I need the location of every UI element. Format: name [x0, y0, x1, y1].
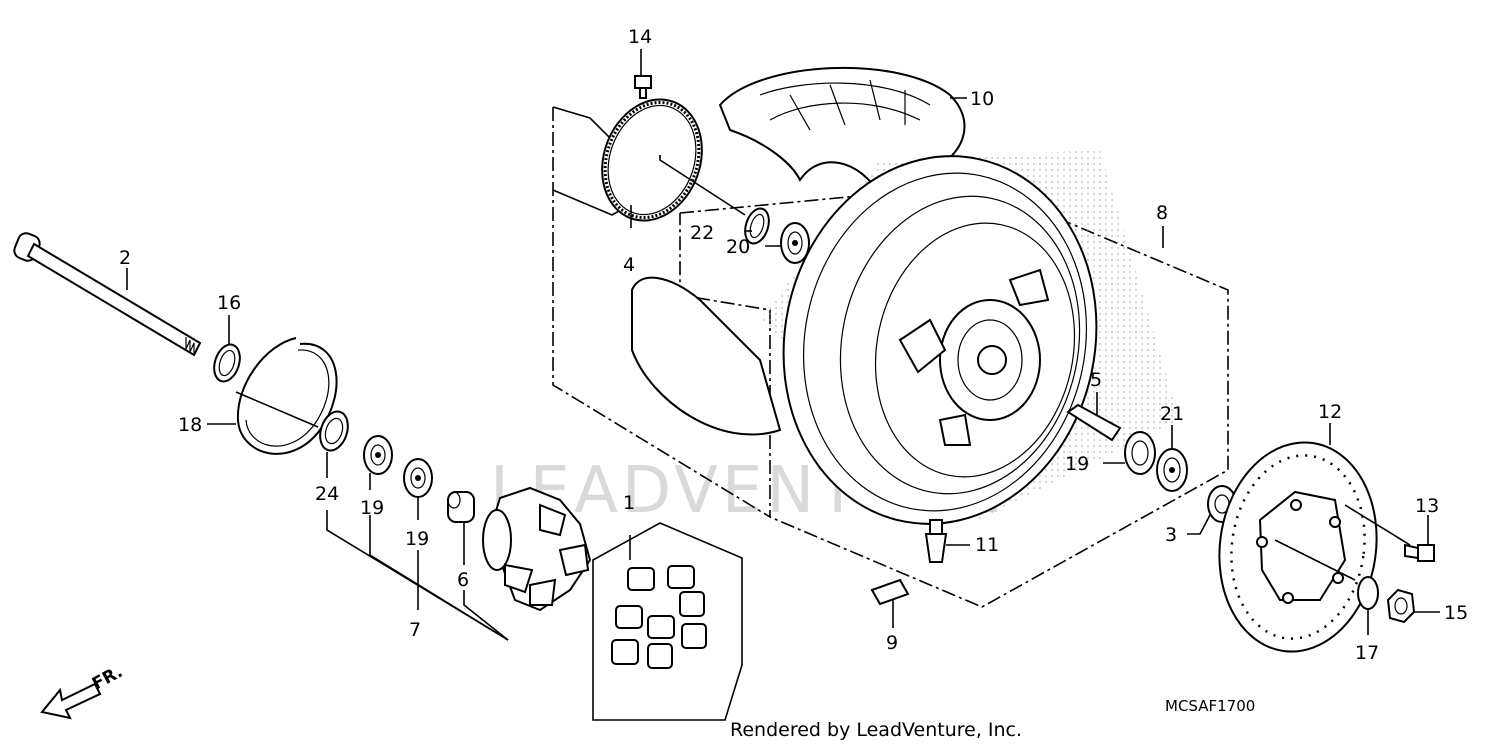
bearing-part-20: [1124, 431, 1156, 475]
axle-part-2: [13, 232, 202, 357]
callout-5: 5: [1090, 369, 1102, 391]
callout-6: 6: [457, 569, 469, 591]
bearing-part-19a: [363, 435, 393, 475]
callouts: 2 16 18 24 19 19 6 7 1 14 4 22 20 10 8 5…: [119, 26, 1468, 664]
damper-rubbers-part-1: [611, 565, 707, 669]
tire-lower-half: [631, 276, 782, 436]
callout-14: 14: [628, 26, 652, 48]
washer-part-17: [1357, 576, 1379, 610]
collar-part-6: [447, 491, 475, 523]
callout-16: 16: [217, 292, 241, 314]
callout-7: 7: [409, 619, 421, 641]
brake-disc-part-12: [1218, 441, 1378, 653]
nut-part-15: [1386, 588, 1416, 624]
callout-9: 9: [886, 632, 898, 654]
callout-22: 21: [1160, 403, 1184, 425]
diagram-code: MCSAF1700: [1165, 697, 1255, 715]
callout-18: 18: [178, 414, 202, 436]
callout-19b: 19: [405, 528, 429, 550]
callout-12: 12: [1318, 401, 1342, 423]
callout-11: 11: [975, 534, 999, 556]
leader-lines: [126, 49, 1440, 641]
callout-2: 2: [119, 247, 131, 269]
callout-8: 8: [1156, 202, 1168, 224]
bolt-part-14: [634, 75, 652, 99]
callout-20: 19: [1065, 453, 1089, 475]
credit-text: Rendered by LeadVenture, Inc.: [730, 719, 1022, 741]
callout-17: 17: [1355, 642, 1379, 664]
front-direction-arrow: FR.: [40, 662, 126, 720]
balance-weight-part-9: [870, 578, 910, 606]
callout-15: 15: [1444, 602, 1468, 624]
bolt-part-13: [1404, 543, 1435, 562]
callout-24: 24: [315, 483, 339, 505]
ring-part-16: [213, 343, 241, 383]
callout-21: 20: [726, 236, 750, 258]
callout-10: 10: [970, 88, 994, 110]
collar-part-5: [1066, 403, 1122, 442]
valve-part-11: [924, 519, 948, 563]
callout-19a: 19: [360, 497, 384, 519]
bearing-part-19b: [403, 458, 433, 498]
callout-3: 3: [1165, 524, 1177, 546]
callout-23: 22: [690, 222, 714, 244]
callout-1: 1: [623, 492, 635, 514]
callout-13: 13: [1415, 495, 1439, 517]
flange-part-7: [482, 486, 592, 612]
wheel-part-8: [760, 150, 1180, 525]
bearing-part-21: [780, 222, 810, 264]
seal-part-22: [1156, 448, 1188, 492]
callout-4: 4: [623, 254, 635, 276]
damper-box-part-1: [592, 522, 743, 721]
